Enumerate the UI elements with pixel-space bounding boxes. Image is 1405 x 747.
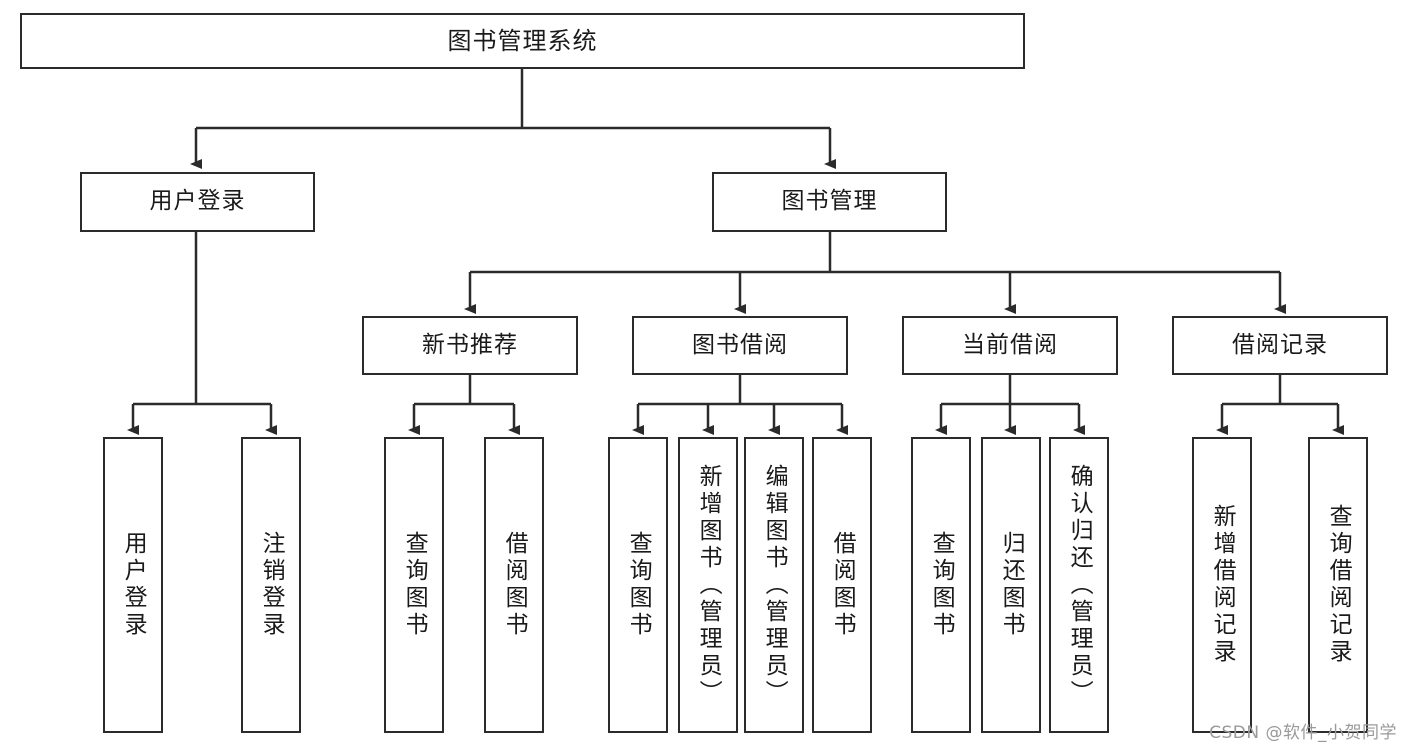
node-label: 借阅图书 [501, 531, 528, 639]
node-label: 借阅图书 [829, 531, 856, 639]
node-borrow-record[interactable]: 借阅记录 [1172, 316, 1388, 375]
node-root-library-system[interactable]: 图书管理系统 [20, 13, 1025, 69]
node-label: 编辑图书（管理员） [761, 463, 788, 707]
node-leaf-user-login[interactable]: 用户登录 [103, 437, 163, 733]
node-label: 用户登录 [120, 531, 147, 639]
node-leaf-edit-book-admin[interactable]: 编辑图书（管理员） [744, 437, 804, 733]
watermark-text: CSDN @软件_小贺同学 [1209, 723, 1397, 743]
node-label: 确认归还（管理员） [1066, 463, 1093, 707]
node-new-book-recommend[interactable]: 新书推荐 [362, 316, 578, 375]
node-label: 当前借阅 [962, 331, 1058, 358]
node-leaf-add-book-admin[interactable]: 新增图书（管理员） [678, 437, 738, 733]
node-book-management[interactable]: 图书管理 [712, 172, 947, 232]
node-leaf-borrow-book[interactable]: 借阅图书 [812, 437, 872, 733]
node-leaf-query-book-current[interactable]: 查询图书 [911, 437, 971, 733]
node-leaf-query-book-borrow[interactable]: 查询图书 [608, 437, 668, 733]
node-label: 新增图书（管理员） [695, 463, 722, 707]
node-label: 归还图书 [998, 531, 1025, 639]
node-book-borrow[interactable]: 图书借阅 [632, 316, 848, 375]
node-label: 图书管理 [781, 188, 878, 215]
node-leaf-query-book-recommend[interactable]: 查询图书 [384, 437, 444, 733]
node-label: 用户登录 [149, 188, 246, 215]
node-user-login[interactable]: 用户登录 [80, 172, 315, 232]
node-label: 注销登录 [258, 531, 285, 639]
node-leaf-confirm-return-admin[interactable]: 确认归还（管理员） [1049, 437, 1109, 733]
node-label: 图书管理系统 [447, 26, 598, 55]
node-label: 图书借阅 [692, 331, 788, 358]
node-label: 查询图书 [928, 531, 955, 639]
node-label: 查询借阅记录 [1325, 504, 1352, 666]
node-label: 查询图书 [625, 531, 652, 639]
node-leaf-query-borrow-record[interactable]: 查询借阅记录 [1308, 437, 1368, 733]
node-leaf-return-book[interactable]: 归还图书 [981, 437, 1041, 733]
node-label: 新增借阅记录 [1209, 504, 1236, 666]
node-leaf-add-borrow-record[interactable]: 新增借阅记录 [1192, 437, 1252, 733]
node-label: 查询图书 [401, 531, 428, 639]
node-leaf-borrow-book-recommend[interactable]: 借阅图书 [484, 437, 544, 733]
node-label: 新书推荐 [422, 331, 518, 358]
node-current-borrow[interactable]: 当前借阅 [902, 316, 1118, 375]
node-label: 借阅记录 [1232, 331, 1328, 358]
node-leaf-logout[interactable]: 注销登录 [241, 437, 301, 733]
